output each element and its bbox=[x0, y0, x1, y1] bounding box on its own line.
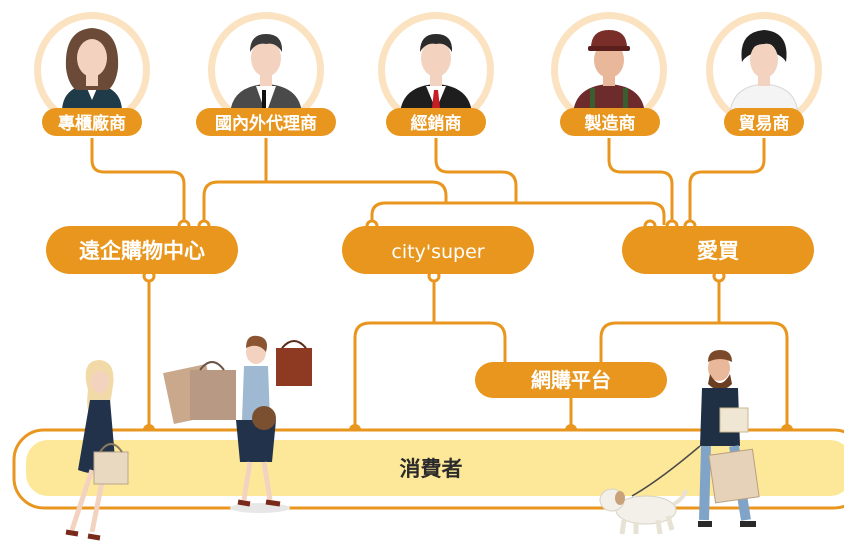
supplier-label: 貿易商 bbox=[739, 113, 790, 134]
supplier-4: 製造商 bbox=[551, 12, 667, 136]
shopper-woman-left-icon bbox=[65, 360, 129, 541]
online-label: 網購平台 bbox=[531, 368, 611, 392]
woman-avatar-icon bbox=[62, 28, 122, 112]
retailer-2: city'super bbox=[342, 226, 534, 274]
consumer-label: 消費者 bbox=[400, 457, 463, 481]
woman-shirt-avatar-icon bbox=[729, 30, 799, 115]
supplier-2: 國內外代理商 bbox=[196, 12, 336, 136]
supplier-1: 專櫃廠商 bbox=[34, 12, 150, 136]
consumer-band: 消費者 bbox=[12, 428, 844, 510]
shopper-woman-center-icon bbox=[163, 335, 312, 513]
supplier-3: 經銷商 bbox=[378, 12, 494, 136]
retailer-label: 遠企購物中心 bbox=[79, 239, 205, 263]
supplier-label: 專櫃廠商 bbox=[58, 113, 126, 134]
worker-cap-avatar-icon bbox=[573, 30, 645, 114]
supplier-label: 製造商 bbox=[584, 113, 636, 134]
connector-lines bbox=[90, 138, 789, 430]
man-vest-avatar-icon bbox=[230, 34, 302, 114]
supplier-label: 國內外代理商 bbox=[215, 113, 317, 134]
retailer-label: city'super bbox=[391, 241, 484, 263]
online-platform: 網購平台 bbox=[475, 362, 667, 398]
retailer-1: 遠企購物中心 bbox=[46, 226, 238, 274]
man-suit-avatar-icon bbox=[400, 34, 472, 114]
supplier-5: 貿易商 bbox=[706, 12, 822, 136]
supplier-label: 經銷商 bbox=[411, 113, 462, 134]
retailer-3: 愛買 bbox=[622, 226, 814, 274]
shopper-man-dog-icon bbox=[599, 350, 760, 535]
retailer-label: 愛買 bbox=[697, 239, 739, 263]
